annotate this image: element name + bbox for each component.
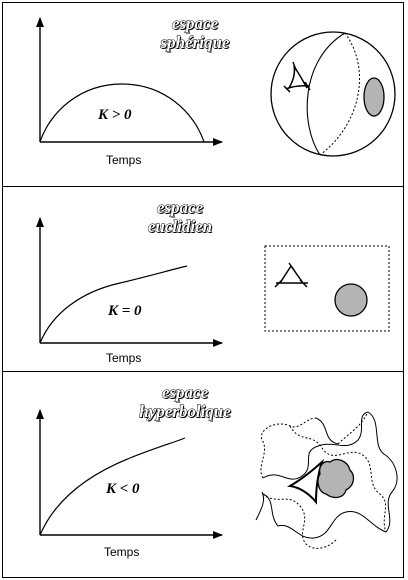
title-hyperbolic-line1: espace: [161, 383, 209, 403]
title-euclidean-line1: espace: [156, 198, 204, 218]
spherical-curve: [39, 83, 205, 143]
title-euclidean: espace euclidien: [125, 198, 235, 237]
saddle-hidden-3: [262, 493, 337, 549]
saddle-edge-3: [277, 510, 387, 539]
hyperbolic-surface-illustration: [255, 411, 398, 549]
hyperbolic-k-label: K < 0: [105, 481, 140, 497]
saddle-hidden-1: [260, 417, 317, 479]
sphere-gray-disc: [363, 77, 385, 117]
flat-space-illustration: [264, 245, 390, 332]
spherical-axes: [36, 17, 223, 146]
flat-gray-disc: [334, 283, 368, 317]
euclidean-k-label: K = 0: [107, 303, 142, 319]
euclidean-axes: [36, 217, 223, 347]
spherical-k-label: K > 0: [97, 107, 132, 123]
title-hyperbolic-line2: hyperbolique: [139, 402, 232, 422]
saddle-hidden-2: [289, 425, 387, 533]
saddle-edge-2: [367, 411, 398, 533]
saddle-edge-6: [255, 491, 265, 521]
saddle-hidden-4: [337, 411, 369, 445]
title-spherical-line2: sphérique: [160, 33, 230, 53]
euclidean-curve: [39, 265, 188, 344]
sphere-illustration: [270, 31, 396, 157]
title-hyperbolic: espace hyperbolique: [115, 383, 255, 422]
sphere-triangle: [283, 61, 311, 93]
hyperbolic-triangle: [286, 458, 325, 505]
hyperbolic-curve: [39, 437, 186, 536]
title-spherical: espace sphérique: [140, 14, 250, 53]
saddle-edge-1: [262, 411, 369, 480]
hyperbolic-x-label: Temps: [104, 545, 139, 559]
title-spherical-line1: espace: [171, 14, 219, 34]
title-euclidean-line2: euclidien: [147, 217, 213, 237]
sphere-meridian-back: [319, 32, 360, 156]
spherical-x-label: Temps: [106, 153, 141, 167]
hyperbolic-axes: [36, 409, 223, 539]
flat-triangle: [274, 262, 308, 288]
sphere-outline: [270, 31, 396, 157]
flat-plane-outline: [264, 245, 390, 332]
saddle-edge-4: [262, 493, 279, 527]
hyperbolic-gray-blob: [317, 458, 355, 499]
sphere-meridian-front: [306, 32, 346, 156]
euclidean-x-label: Temps: [106, 351, 141, 365]
saddle-edge-5: [315, 417, 339, 445]
